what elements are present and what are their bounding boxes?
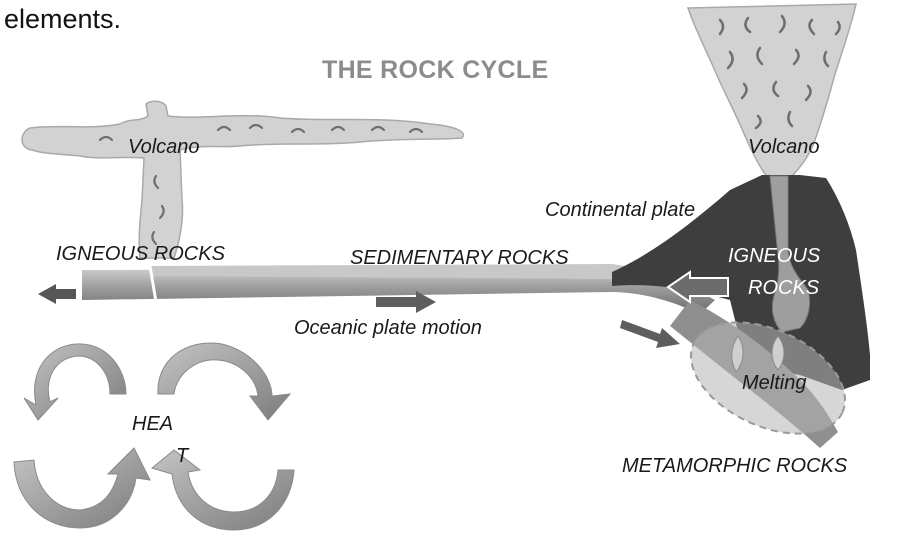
arrow-left-igneous xyxy=(38,284,76,304)
diagram-title: THE ROCK CYCLE xyxy=(322,58,548,83)
label-metamorphic-rocks: METAMORPHIC ROCKS xyxy=(622,456,847,476)
label-igneous-right-line2: ROCKS xyxy=(748,278,819,298)
label-volcano-left: Volcano xyxy=(128,137,200,157)
label-igneous-rocks-left: IGNEOUS ROCKS xyxy=(56,244,225,264)
label-melting: Melting xyxy=(742,373,806,393)
label-continental-plate: Continental plate xyxy=(545,200,695,220)
label-igneous-right-line1: IGNEOUS xyxy=(728,246,820,266)
label-oceanic-plate-motion: Oceanic plate motion xyxy=(294,318,482,338)
label-heat-line1: HEA xyxy=(132,414,173,434)
label-heat-line2: T xyxy=(176,446,188,466)
header-fragment-text: elements. xyxy=(4,6,121,33)
label-sedimentary-rocks: SEDIMENTARY ROCKS xyxy=(350,248,569,268)
left-ash-cloud xyxy=(22,101,463,258)
arrow-subduction xyxy=(620,320,680,348)
label-volcano-right: Volcano xyxy=(748,137,820,157)
heat-arrows xyxy=(14,343,294,530)
